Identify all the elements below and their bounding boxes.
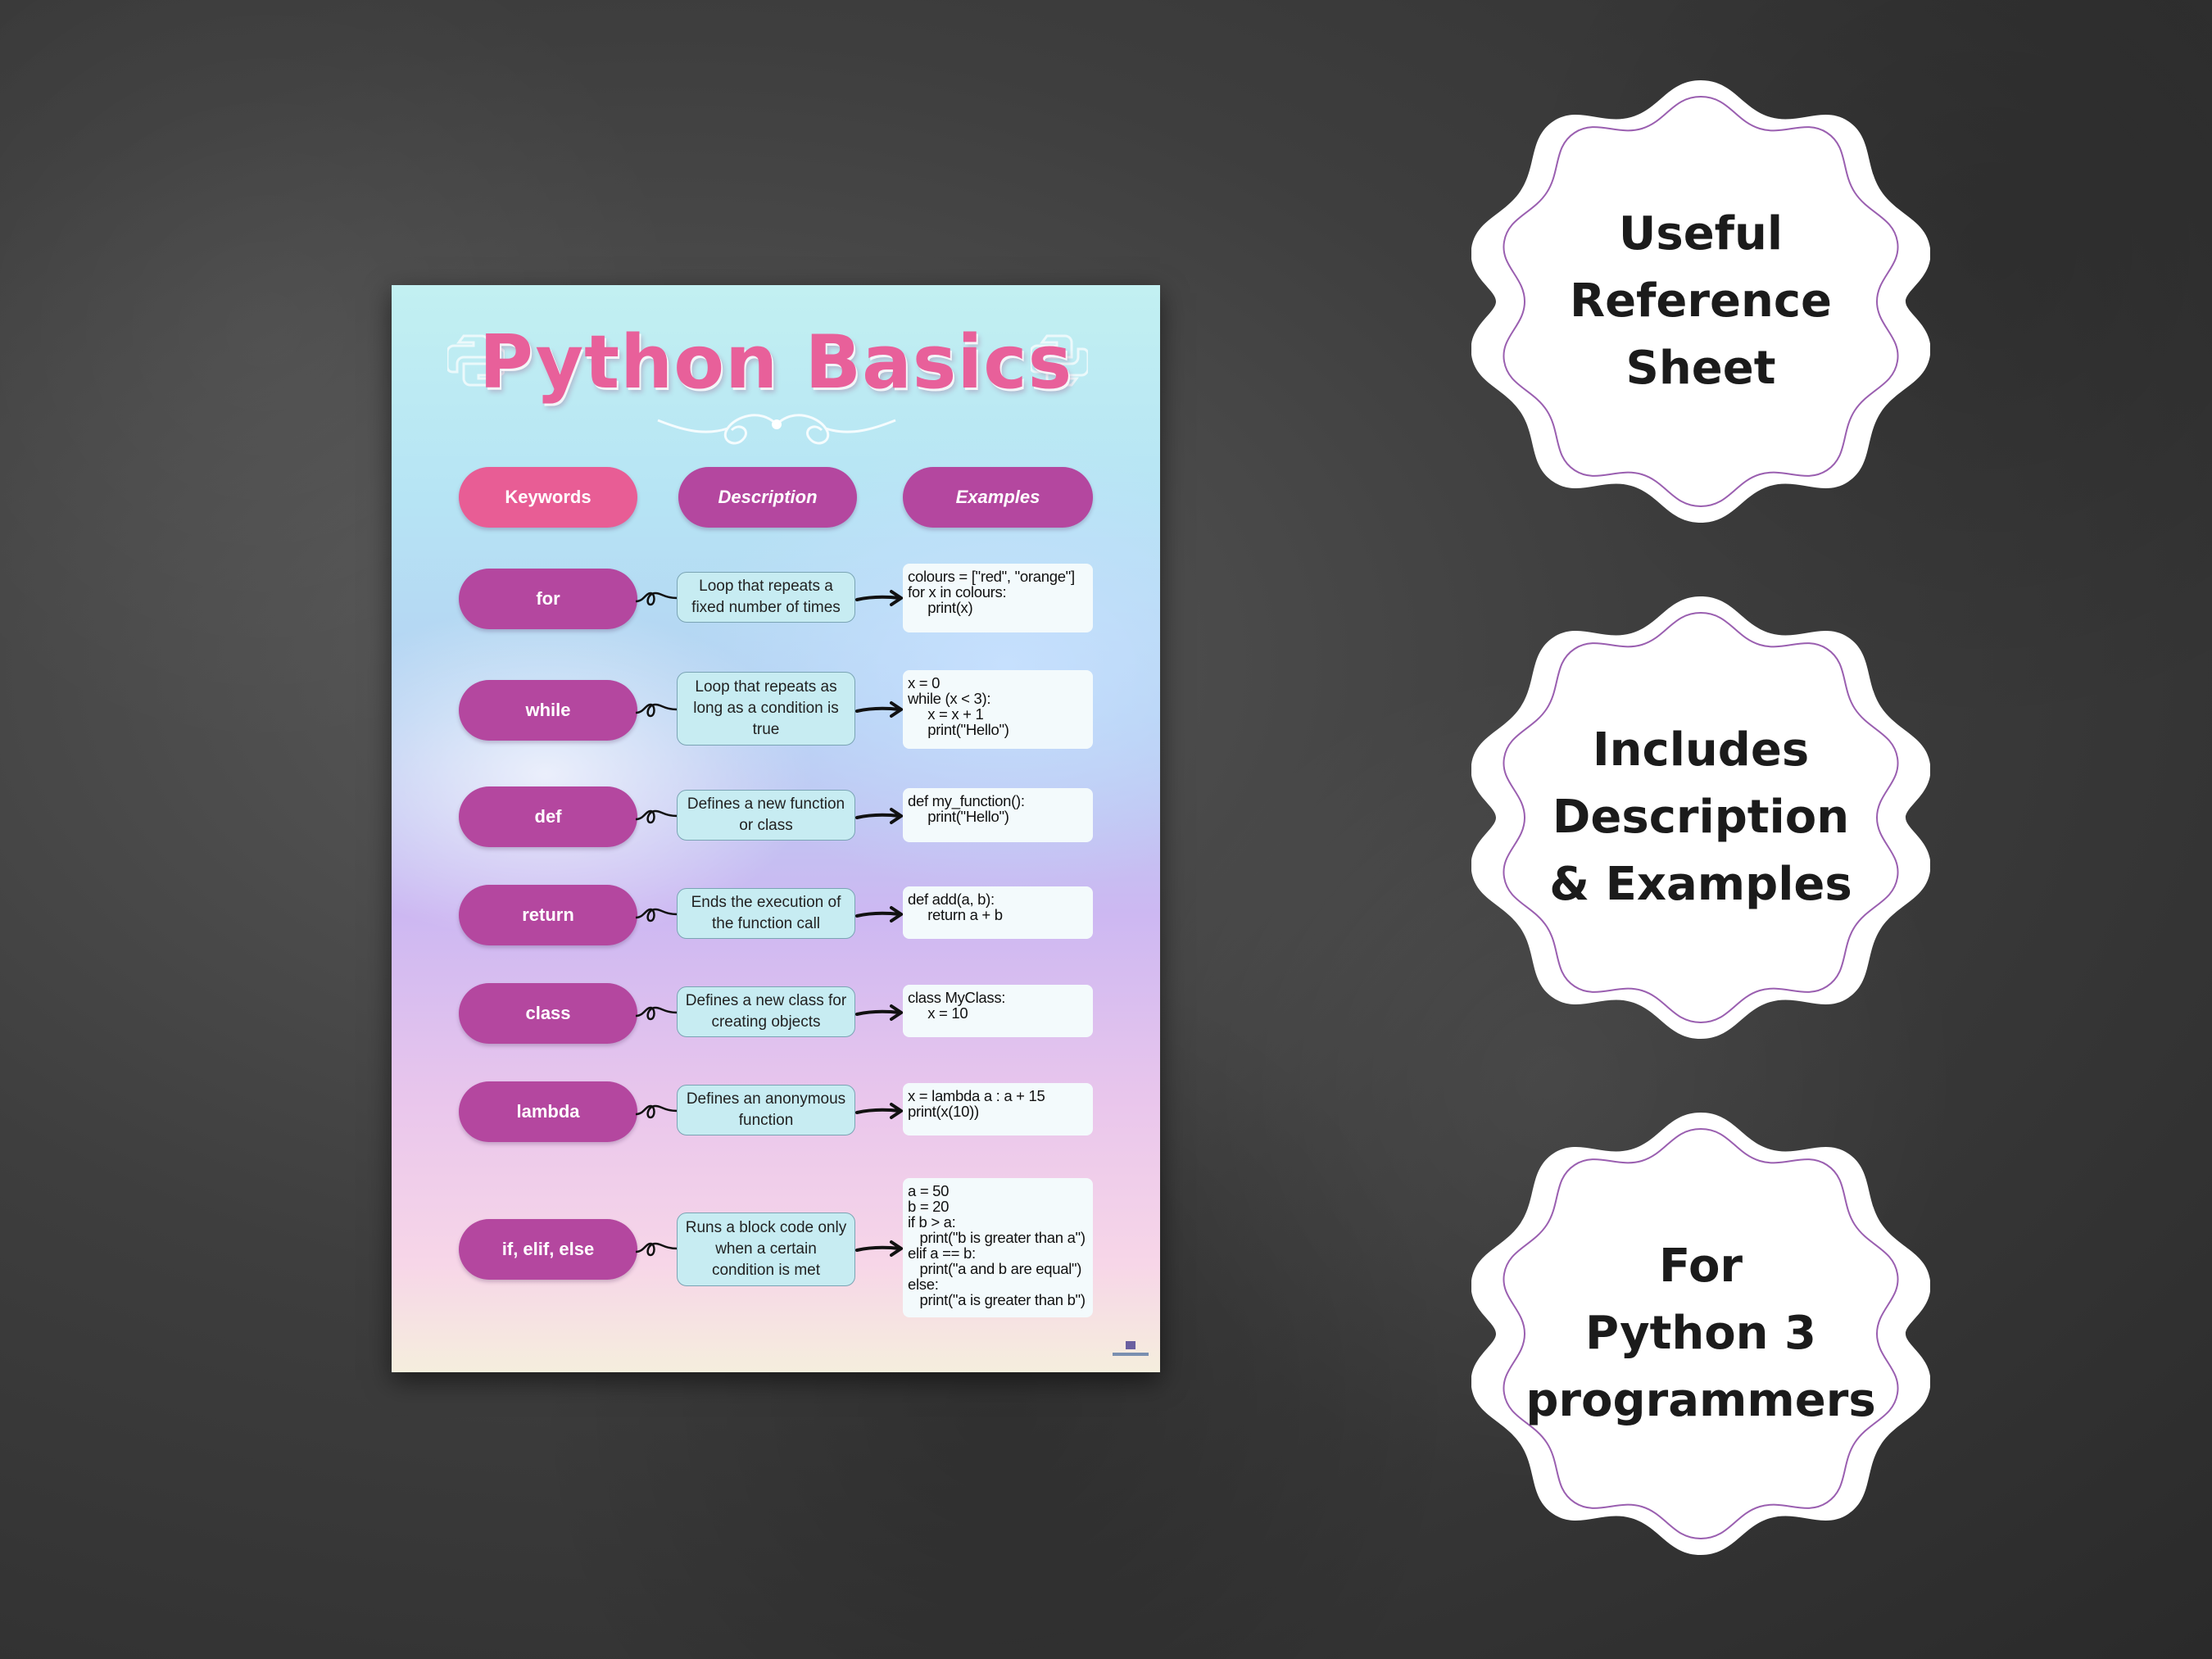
feature-badge: For Python 3 programmers	[1471, 1104, 1930, 1563]
connector-loop-icon	[635, 1104, 679, 1119]
arrow-right-icon	[855, 1240, 904, 1257]
arrow-right-icon	[855, 701, 904, 718]
keyword-pill: def	[459, 786, 637, 847]
arrow-right-icon	[855, 590, 904, 606]
description-box: Loop that repeats a fixed number of time…	[677, 572, 855, 623]
description-box: Defines an anonymous function	[677, 1085, 855, 1135]
python-basics-poster: Python Basics Keywords Description Examp…	[392, 285, 1160, 1372]
keyword-pill: while	[459, 680, 637, 741]
description-box: Defines a new class for creating objects	[677, 986, 855, 1037]
keyword-pill: if, elif, else	[459, 1219, 637, 1280]
scalloped-badge-icon	[1471, 1113, 1930, 1555]
example-code: def add(a, b): return a + b	[903, 886, 1093, 939]
arrow-right-icon	[855, 1004, 904, 1021]
arrow-right-icon	[855, 808, 904, 824]
python-logo-icon	[1031, 334, 1088, 387]
example-code: def my_function(): print("Hello")	[903, 788, 1093, 842]
keyword-pill: class	[459, 983, 637, 1044]
keyword-pill: return	[459, 885, 637, 945]
scalloped-badge-icon	[1471, 80, 1930, 523]
poster-title: Python Basics	[478, 320, 1073, 406]
keyword-pill: for	[459, 569, 637, 629]
connector-loop-icon	[635, 1006, 679, 1021]
example-code: colours = ["red", "orange"] for x in col…	[903, 564, 1093, 632]
keyword-pill: lambda	[459, 1081, 637, 1142]
description-box: Loop that repeats as long as a condition…	[677, 672, 855, 746]
example-code: x = 0 while (x < 3): x = x + 1 print("He…	[903, 670, 1093, 749]
description-box: Ends the execution of the function call	[677, 888, 855, 939]
connector-loop-icon	[635, 592, 679, 606]
badge-text: Useful Reference Sheet	[1569, 207, 1833, 395]
example-code: a = 50 b = 20 if b > a: print("b is grea…	[903, 1178, 1093, 1317]
feature-badge: Useful Reference Sheet	[1471, 72, 1930, 531]
connector-loop-icon	[635, 703, 679, 718]
header-description: Description	[678, 467, 857, 528]
python-logo-icon	[447, 334, 505, 387]
feature-badge: Includes Description & Examples	[1471, 588, 1930, 1047]
header-keywords: Keywords	[459, 467, 637, 528]
connector-loop-icon	[635, 809, 679, 824]
scalloped-badge-icon	[1471, 596, 1930, 1039]
badge-text: For Python 3 programmers	[1525, 1240, 1876, 1427]
arrow-right-icon	[855, 1103, 904, 1119]
arrow-right-icon	[855, 906, 904, 922]
header-examples: Examples	[903, 467, 1093, 528]
badge-text: Includes Description & Examples	[1549, 723, 1852, 911]
brand-logo-icon	[1113, 1341, 1149, 1356]
example-code: class MyClass: x = 10	[903, 985, 1093, 1037]
decorative-swirl-icon	[657, 414, 896, 445]
example-code: x = lambda a : a + 15 print(x(10))	[903, 1083, 1093, 1135]
connector-loop-icon	[635, 1242, 679, 1257]
description-box: Defines a new function or class	[677, 790, 855, 841]
description-box: Runs a block code only when a certain co…	[677, 1213, 855, 1286]
connector-loop-icon	[635, 908, 679, 922]
